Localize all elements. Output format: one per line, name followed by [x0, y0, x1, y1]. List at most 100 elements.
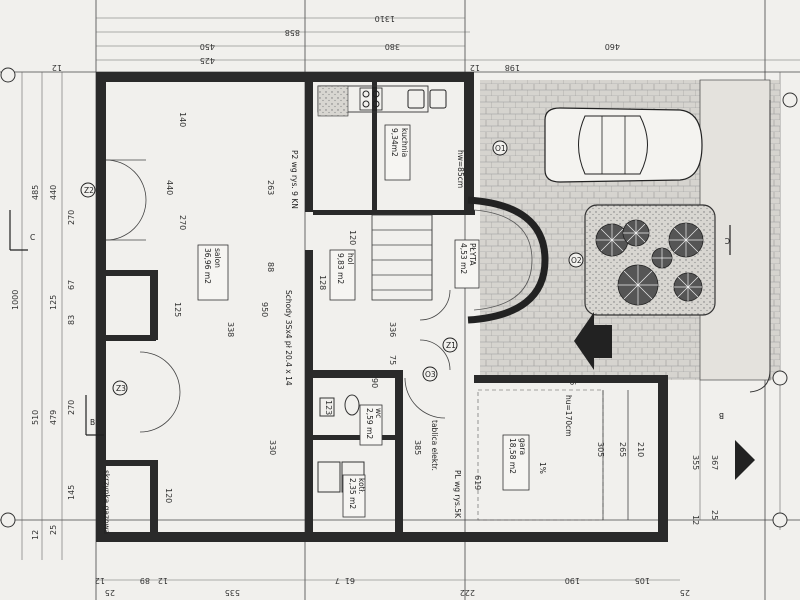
svg-text:125: 125 — [173, 302, 182, 317]
interior-dims: 140 270 440 263 88 125 950 338 330 120 1… — [164, 112, 645, 503]
svg-text:O3: O3 — [425, 370, 436, 379]
section-marker-c-right: C — [725, 225, 731, 255]
dim-top-12b: 12 — [52, 63, 62, 72]
dim-bottom-105: 105 — [635, 576, 650, 585]
car-icon — [544, 107, 703, 183]
svg-text:123: 123 — [324, 400, 333, 415]
svg-text:kotł.: kotł. — [357, 478, 366, 494]
dim-top-425: 425 — [200, 56, 215, 65]
tag-o3: O3 — [422, 366, 438, 382]
svg-text:90: 90 — [370, 378, 379, 388]
svg-text:kuchnia: kuchnia — [400, 128, 409, 157]
dim-bottom-7: 7 — [335, 576, 340, 585]
svg-text:120: 120 — [348, 230, 357, 245]
dim-left-12: 12 — [31, 530, 40, 540]
dim-left-485: 485 — [31, 185, 40, 200]
dim-bottom-535: 535 — [225, 588, 240, 597]
room-kuchnia: kuchnia 9,34m2 — [384, 124, 411, 181]
section-c-label: C — [30, 233, 35, 242]
section-marker-c: C — [9, 210, 35, 251]
svg-text:619: 619 — [473, 475, 482, 490]
garden-bed — [584, 204, 716, 316]
garage-interior — [477, 389, 629, 521]
tag-o1: O1 — [492, 140, 508, 156]
svg-text:210: 210 — [636, 442, 645, 457]
entrance-arrow-icon — [574, 312, 612, 370]
floor-note: P2 wg rys. 9 KN — [290, 150, 299, 209]
tree-icon — [673, 272, 703, 302]
dim-left-1000: 1000 — [11, 290, 20, 310]
svg-text:PŁYTA: PŁYTA — [468, 243, 477, 266]
svg-text:140: 140 — [178, 112, 187, 127]
svg-text:2,59 m2: 2,59 m2 — [365, 408, 374, 439]
room-plyta: PŁYTA 4,53 m2 — [454, 239, 480, 289]
svg-text:wc: wc — [374, 408, 383, 418]
svg-text:385: 385 — [413, 440, 422, 455]
dim-top-858: 858 — [285, 28, 300, 37]
svg-text:265: 265 — [618, 442, 627, 457]
dim-left-270: 270 — [67, 210, 76, 225]
left-dims: 1000 485 440 270 67 125 83 510 479 270 1… — [11, 72, 76, 560]
dim-bottom-25b: 25 — [680, 588, 690, 597]
svg-text:305: 305 — [596, 442, 605, 457]
staircase — [371, 214, 433, 301]
dim-left-83: 83 — [67, 315, 76, 325]
doors — [105, 159, 451, 433]
svg-text:salon: salon — [213, 248, 222, 268]
svg-text:Z1: Z1 — [446, 341, 456, 350]
dim-bottom-222: 222 — [460, 588, 475, 597]
dim-right-12: 12 — [691, 515, 700, 525]
slope-note: 1% — [538, 462, 547, 474]
svg-text:9,34m2: 9,34m2 — [390, 128, 399, 157]
svg-text:270: 270 — [178, 215, 187, 230]
svg-text:950: 950 — [260, 302, 269, 317]
section-marker-b-right: B — [719, 411, 755, 480]
dim-bottom-12b: 12 — [158, 576, 168, 585]
tree-icon — [622, 219, 650, 247]
tree-icon — [595, 223, 629, 257]
dim-left-125: 125 — [49, 295, 58, 310]
dim-left-67: 67 — [67, 280, 76, 290]
svg-text:18,58 m2: 18,58 m2 — [508, 438, 517, 474]
dim-top-380: 380 — [385, 42, 400, 51]
panel-note: tablica elektr. — [430, 420, 439, 471]
room-wc: wc 2,59 m2 — [359, 404, 383, 446]
building-walls — [96, 72, 668, 542]
axis-markers — [0, 67, 798, 528]
stairs-note: Schody 3Sx4 pł 20.4 x 14 — [284, 290, 293, 386]
svg-text:Z2: Z2 — [84, 186, 94, 195]
dim-bottom-25: 25 — [105, 588, 115, 597]
tag-z1: Z1 — [442, 337, 458, 353]
svg-text:O2: O2 — [571, 256, 582, 265]
svg-text:75: 75 — [388, 355, 397, 365]
svg-text:4,53 m2: 4,53 m2 — [459, 243, 468, 274]
svg-text:330: 330 — [268, 440, 277, 455]
svg-text:2,35 m2: 2,35 m2 — [348, 478, 357, 509]
tree-icon — [617, 264, 659, 306]
svg-text:120: 120 — [164, 488, 173, 503]
gas-box-note: skrzynka gazowa — [102, 470, 111, 534]
svg-text:88: 88 — [266, 262, 275, 272]
room-garaz: gara 18,58 m2 — [502, 434, 530, 491]
dim-right-367: 367 — [710, 455, 719, 470]
dim-top-198: 198 — [505, 63, 520, 72]
tree-icon — [651, 247, 673, 269]
svg-text:hol: hol — [346, 253, 355, 264]
room-kotl: kotł. 2,35 m2 — [342, 474, 366, 518]
dim-top-total: 1310 — [375, 14, 395, 23]
dim-left-510: 510 — [31, 410, 40, 425]
room-salon: salon 36,96 m2 — [197, 244, 229, 301]
dim-top-12: 12 — [470, 63, 480, 72]
tree-icon — [668, 222, 704, 258]
dim-bottom-61: 61 — [345, 576, 355, 585]
dim-left-145: 145 — [67, 485, 76, 500]
dim-top-450: 450 — [200, 42, 215, 51]
section-b-label: B — [90, 418, 95, 427]
dim-left-25: 25 — [49, 525, 58, 535]
svg-text:128: 128 — [318, 275, 327, 290]
kitchen-counter — [317, 85, 447, 117]
dim-bottom-12: 12 — [95, 576, 105, 585]
round-bay — [467, 196, 549, 324]
svg-text:Z3: Z3 — [116, 384, 126, 393]
